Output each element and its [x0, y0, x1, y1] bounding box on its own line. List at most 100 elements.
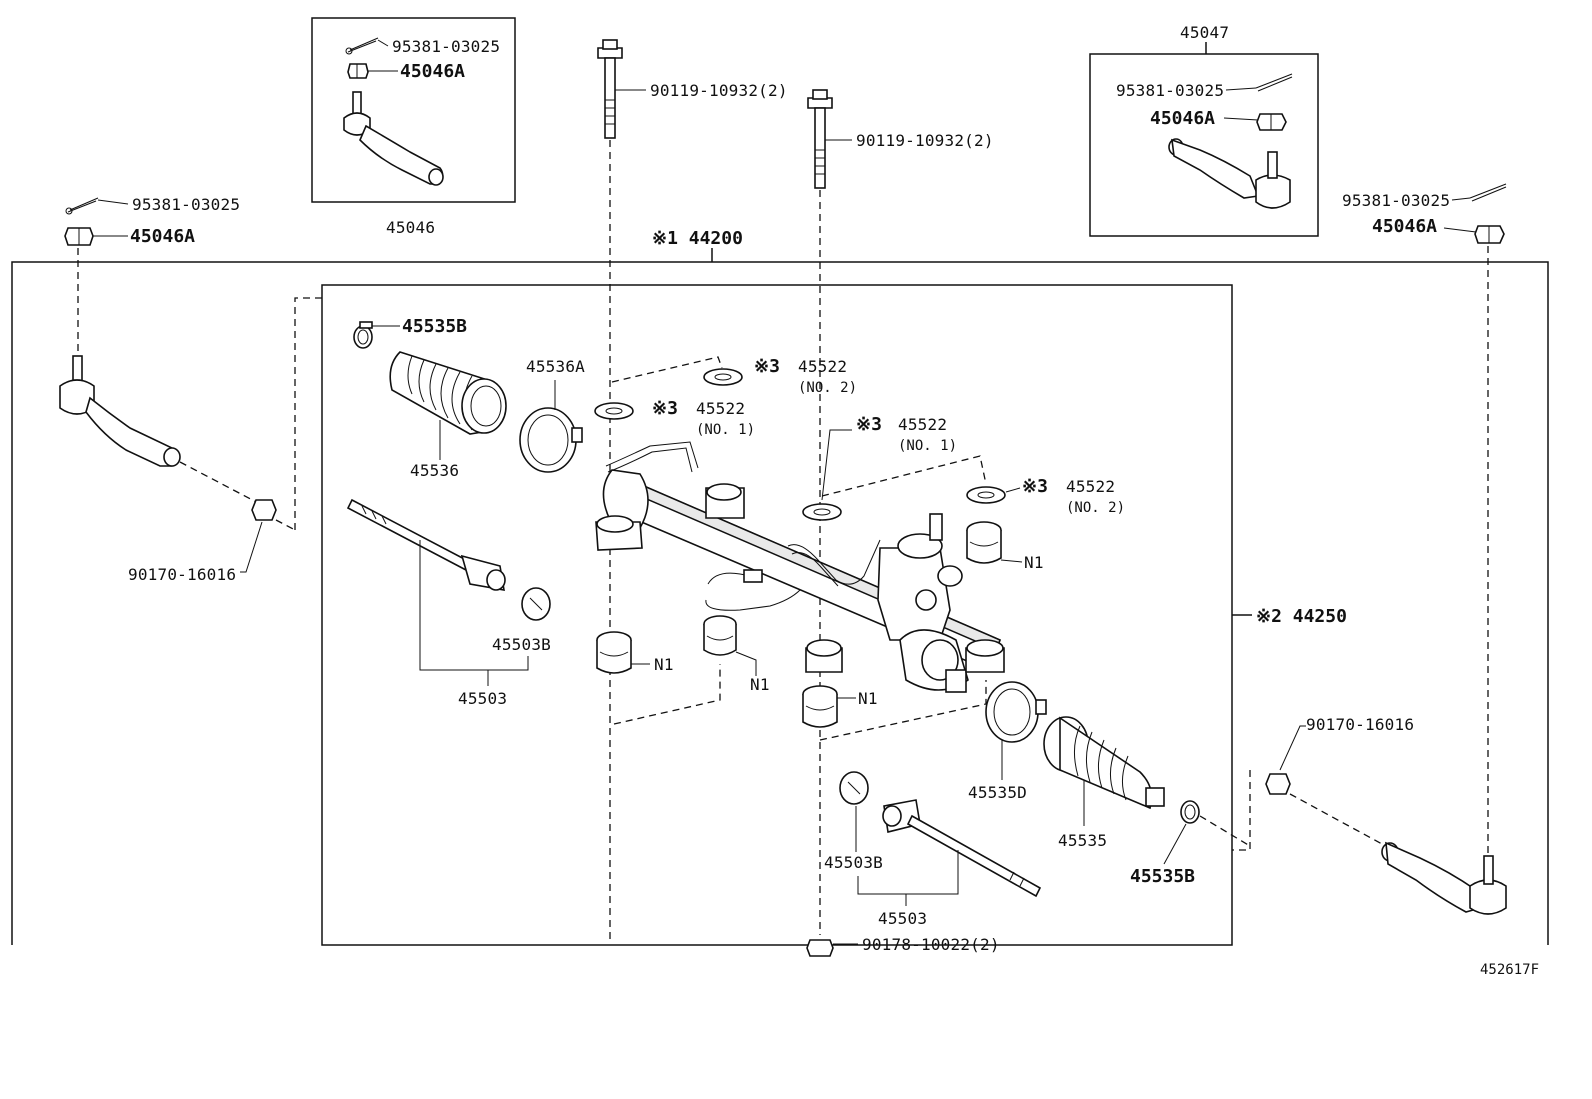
lock-washer-icon [839, 771, 869, 805]
leader-n1-d [1000, 559, 1023, 563]
label-45046a-kit-right: 45046A [1150, 108, 1215, 129]
inner-tie-rod-icon [346, 498, 506, 591]
label-mark3-b: ※3 [754, 356, 780, 377]
label-95381-kit-right: 95381-03025 [1116, 81, 1224, 100]
leader-45522-d [1005, 487, 1021, 493]
tie-rod-end-icon [1168, 138, 1291, 209]
label-no1-a: (NO. 1) [696, 422, 755, 438]
leader-nut-kit-right [1223, 117, 1259, 121]
nut-icon [1474, 225, 1505, 244]
dash-washer-group-b [821, 455, 987, 497]
leader-cotter-pin-kit [377, 39, 389, 47]
leader-n1-b [735, 651, 757, 676]
label-95381-right: 95381-03025 [1342, 191, 1450, 210]
dash-bracket-left [294, 297, 322, 530]
label-n1-b: N1 [750, 675, 770, 694]
washer-icon [802, 503, 842, 521]
washer-icon [966, 486, 1006, 504]
dash-tie-rod-left [179, 461, 263, 506]
kit-45046-box [311, 17, 516, 203]
bolt-icon [807, 89, 833, 189]
dash-bracket-right [1232, 770, 1251, 851]
label-45536a: 45536A [526, 357, 585, 376]
label-45535: 45535 [1058, 831, 1107, 850]
steering-rack-housing-icon [595, 441, 1005, 693]
band-clip-icon [519, 407, 583, 473]
bellows-boot-icon [1043, 716, 1165, 810]
bellows-boot-icon [389, 351, 507, 435]
dash-bushing-group [613, 664, 721, 725]
label-90119-2: 90119-10932(2) [856, 131, 994, 150]
tie-rod-end-icon [343, 91, 444, 186]
label-45522-d: 45522 [1066, 477, 1115, 496]
label-no1-c: (NO. 1) [898, 438, 957, 454]
label-45522-a: 45522 [696, 399, 745, 418]
dash-washer-group-a [611, 356, 723, 383]
dash-clamp-right [1199, 815, 1251, 847]
leader-cotter-pin-kit-right [1225, 87, 1257, 91]
assembly-44200-frame [11, 261, 1549, 945]
label-45046a-right: 45046A [1372, 216, 1437, 237]
label-45535b-left: 45535B [402, 316, 467, 337]
bushing-icon [596, 631, 632, 674]
clamp-icon [353, 321, 373, 349]
label-44250: ※2 44250 [1256, 606, 1347, 627]
lock-washer-icon [521, 587, 551, 621]
bushing-icon [703, 615, 737, 656]
diagram-reference-code: 452617F [1480, 962, 1539, 978]
nut-icon [806, 939, 834, 957]
cotter-pin-icon [65, 197, 99, 215]
label-90178: 90178-10022(2) [862, 935, 1000, 954]
label-45535b-right: 45535B [1130, 866, 1195, 887]
band-clip-icon [985, 681, 1047, 743]
dash-bushing-group-b [819, 680, 987, 741]
leader-45503-left [419, 540, 529, 671]
nut-icon [1256, 113, 1287, 131]
leader-cotter-pin-right [1451, 197, 1471, 201]
label-no2-b: (NO. 2) [798, 380, 857, 396]
bushing-icon [802, 685, 838, 728]
leader-nut-right [1443, 227, 1477, 233]
cotter-pin-icon [1255, 73, 1293, 92]
label-mark3-c: ※3 [856, 414, 882, 435]
assembly-44250-frame [321, 284, 1233, 946]
label-44200: ※1 44200 [652, 228, 743, 249]
washer-icon [594, 402, 634, 420]
dash-tie-rod-right [1289, 793, 1383, 845]
label-n1-a: N1 [654, 655, 674, 674]
label-45046: 45046 [386, 218, 435, 237]
label-90170-left: 90170-16016 [128, 565, 236, 584]
label-mark3-d: ※3 [1022, 476, 1048, 497]
label-45503b-left: 45503B [492, 635, 551, 654]
leader-45522-c [821, 429, 852, 501]
leader-90170-right [1279, 725, 1306, 771]
dash-bracket-left-b [275, 519, 296, 531]
tie-rod-end-icon [1381, 841, 1507, 915]
leader-90170-left [240, 521, 263, 573]
nut-icon [1265, 773, 1291, 795]
label-90119-1: 90119-10932(2) [650, 81, 788, 100]
label-45046a-left: 45046A [130, 226, 195, 247]
label-45046a-kit-left: 45046A [400, 61, 465, 82]
label-45503-left: 45503 [458, 689, 507, 708]
leader-45503-right [857, 850, 959, 895]
bolt-icon [597, 39, 623, 139]
nut-icon [347, 63, 369, 79]
bushing-icon [966, 521, 1002, 564]
label-45503-right: 45503 [878, 909, 927, 928]
nut-icon [64, 227, 94, 246]
label-45536: 45536 [410, 461, 459, 480]
label-mark3-a: ※3 [652, 398, 678, 419]
tie-rod-end-icon [59, 355, 181, 467]
label-n1-d: N1 [1024, 553, 1044, 572]
leader-45535b-right [1163, 823, 1187, 865]
label-45047: 45047 [1180, 23, 1229, 42]
label-no2-d: (NO. 2) [1066, 500, 1125, 516]
label-45503b-right: 45503B [824, 853, 883, 872]
label-45522-b: 45522 [798, 357, 847, 376]
clamp-icon [1180, 800, 1200, 824]
cotter-pin-icon [1469, 183, 1507, 202]
label-90170-right: 90170-16016 [1306, 715, 1414, 734]
